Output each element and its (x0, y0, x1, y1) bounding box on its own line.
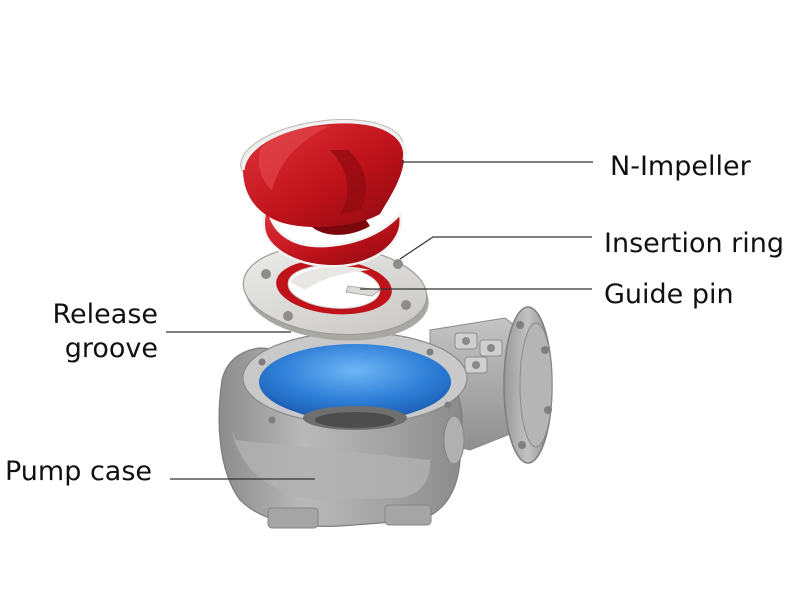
label-guide-pin: Guide pin (604, 279, 734, 310)
label-n-impeller: N-Impeller (610, 151, 751, 182)
leader-lines (166, 161, 593, 480)
leader-line-insertion-ring (399, 236, 592, 260)
insertion-ring (242, 244, 429, 341)
label-insertion-ring: Insertion ring (604, 228, 785, 259)
pump-case-body (218, 331, 468, 529)
label-pump-case: Pump case (5, 456, 153, 487)
label-release-groove-line2: groove (64, 332, 158, 364)
n-impeller (240, 118, 407, 268)
label-release-groove-line1: Release (52, 299, 159, 330)
label-release-groove: Release groove (52, 298, 159, 366)
